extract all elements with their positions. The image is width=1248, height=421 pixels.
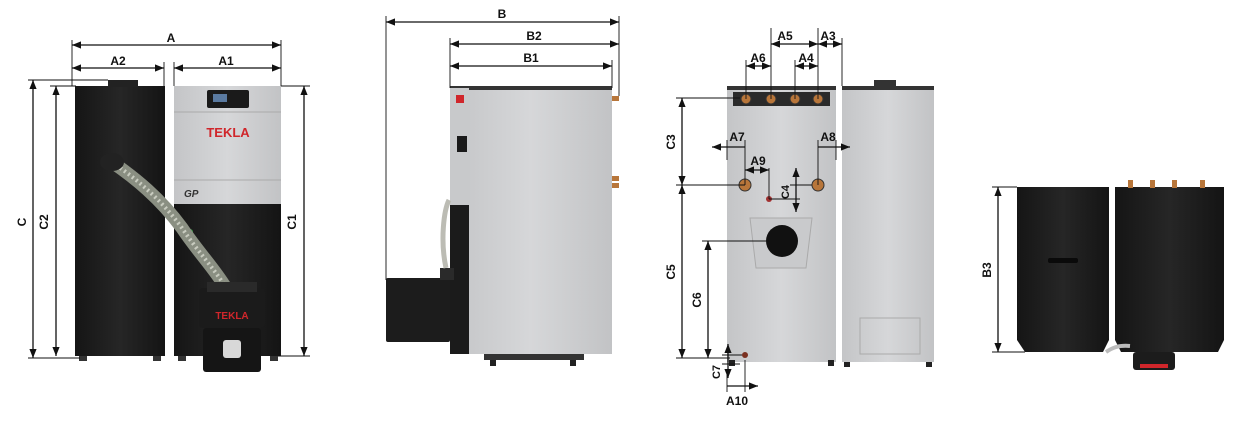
top-view: B3 bbox=[980, 180, 1224, 370]
side-view: B B2 B1 bbox=[385, 7, 620, 366]
burner-unit bbox=[199, 288, 265, 328]
dim-label-A2: A2 bbox=[110, 54, 126, 68]
side-body bbox=[450, 88, 612, 354]
dim-label-A5: A5 bbox=[777, 29, 793, 43]
front-view: TEKLA GP TEKLA A A2 A1 C bbox=[15, 31, 310, 372]
top-boiler bbox=[1115, 187, 1224, 352]
hopper-lid bbox=[108, 80, 138, 87]
dim-label-A: A bbox=[167, 31, 176, 45]
dim-label-A3: A3 bbox=[820, 29, 836, 43]
flue-outlet bbox=[766, 225, 798, 257]
burner-logo-text: TEKLA bbox=[215, 311, 248, 322]
dim-label-A6: A6 bbox=[750, 51, 766, 65]
boiler-logo-text: TEKLA bbox=[206, 125, 250, 140]
rear-side-panel bbox=[842, 86, 934, 362]
pellet-hopper-body bbox=[75, 86, 165, 356]
dim-label-A8: A8 bbox=[820, 130, 836, 144]
dim-label-C3: C3 bbox=[664, 134, 678, 150]
dim-label-B: B bbox=[498, 7, 507, 21]
dim-label-A1: A1 bbox=[218, 54, 234, 68]
dim-label-C7: C7 bbox=[711, 365, 723, 379]
side-burner bbox=[386, 278, 450, 342]
dim-label-B1: B1 bbox=[523, 51, 539, 65]
top-hopper bbox=[1017, 187, 1109, 352]
model-label-text: GP bbox=[184, 189, 199, 200]
dim-label-B2: B2 bbox=[526, 29, 542, 43]
rear-view: A5 A3 A6 A4 A7 A8 A9 C3 C4 C5 bbox=[664, 28, 934, 408]
dim-label-B3: B3 bbox=[980, 262, 994, 278]
feed-pipe-inlet bbox=[100, 153, 124, 171]
dim-label-C6: C6 bbox=[690, 292, 704, 308]
dim-label-C2: C2 bbox=[37, 214, 51, 230]
dim-label-C4: C4 bbox=[780, 184, 792, 199]
dim-label-C1: C1 bbox=[285, 214, 299, 230]
dim-label-A4: A4 bbox=[798, 51, 814, 65]
dim-label-A9: A9 bbox=[750, 154, 766, 168]
dim-label-C: C bbox=[15, 217, 29, 226]
dim-label-A7: A7 bbox=[729, 130, 745, 144]
dim-label-A10: A10 bbox=[726, 394, 748, 408]
dim-label-C5: C5 bbox=[664, 264, 678, 280]
